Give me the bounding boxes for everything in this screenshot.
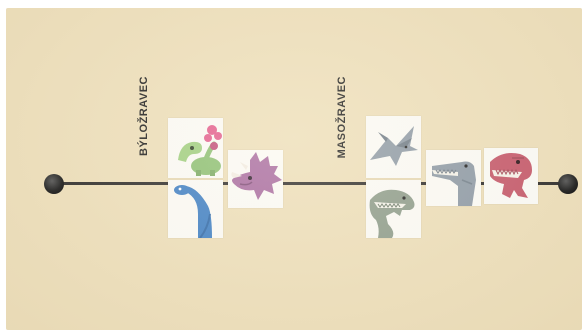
diagram-board: BÝLOŽRAVEC MASOŽRAVEC (6, 8, 582, 330)
crocodile-dinosaur-icon (426, 150, 481, 206)
triceratops-icon (228, 150, 283, 208)
pterodactyl-icon (366, 116, 421, 178)
axis-left-endpoint (44, 174, 64, 194)
axis-right-endpoint (558, 174, 578, 194)
carnivore-label: MASOŽRAVEC (336, 76, 348, 158)
herbivore-label: BÝLOŽRAVEC (138, 76, 150, 156)
gray-raptor-icon (366, 180, 421, 238)
long-neck-dinosaur-icon (168, 180, 223, 238)
t-rex-icon (484, 148, 538, 204)
two-headed-green-dinosaur-icon (168, 118, 223, 178)
